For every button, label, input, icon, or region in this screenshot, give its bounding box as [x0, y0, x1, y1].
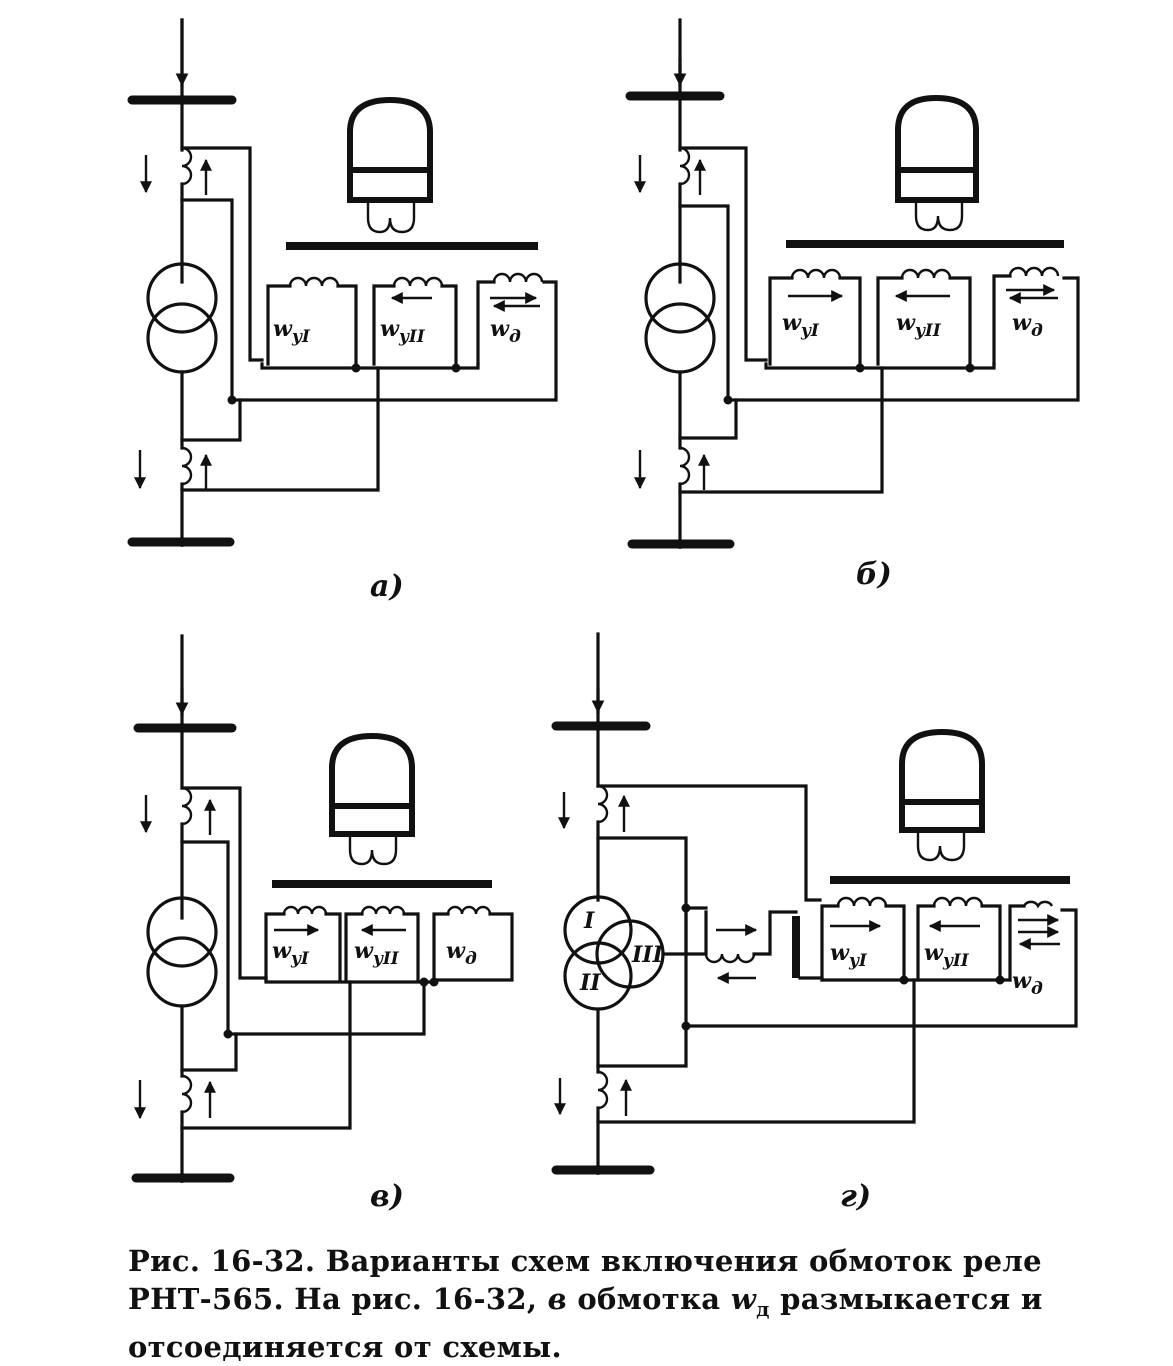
relay-body [347, 167, 433, 203]
panel-caption: в) [370, 1179, 404, 1214]
svg-text:wyI: wyI [273, 316, 311, 347]
bottom-current-transformer [181, 446, 193, 486]
winding-wyII: wyII [916, 896, 1002, 982]
top-current-transformer [597, 784, 609, 824]
svg-text:I: I [583, 908, 595, 934]
power-transformer-winding [146, 262, 218, 334]
relay-head [329, 732, 415, 809]
panel-v: wyI wyII wд в) [131, 634, 514, 1214]
relay-terminals [366, 200, 416, 234]
relay-terminals [916, 830, 966, 862]
relay-body [329, 803, 415, 837]
winding-wyI: wyI [264, 905, 342, 982]
panel-a: wyI wyII wд а) [127, 18, 558, 604]
svg-text:wyI: wyI [830, 940, 868, 971]
winding-wyII: wyII [344, 905, 420, 982]
panel-b: wyI wyII wд б) [625, 18, 1080, 592]
top-current-transformer [181, 146, 193, 186]
bottom-current-transformer [679, 446, 691, 486]
panel-caption: а) [370, 569, 404, 604]
winding-wyI: wyI [820, 896, 906, 982]
power-transformer-winding [146, 302, 218, 374]
svg-text:wyII: wyII [354, 938, 400, 969]
svg-text:wд: wд [446, 938, 477, 969]
bottom-current-transformer [597, 1070, 609, 1110]
relay-body [895, 167, 979, 203]
winding-wyI: wyI [768, 268, 862, 366]
svg-text:wд: wд [1012, 310, 1043, 341]
figure-caption: Рис. 16-32. Варианты схем включения обмо… [128, 1244, 1043, 1364]
power-transformer-winding [644, 262, 716, 334]
svg-text:wyII: wyII [924, 940, 970, 971]
relay-head [895, 94, 979, 173]
top-current-transformer [679, 146, 691, 186]
power-transformer-winding [146, 896, 218, 968]
relay-terminals [914, 200, 964, 232]
winding-wyII: wyII [876, 268, 972, 366]
panel-caption: г) [840, 1179, 871, 1214]
relay-connection-diagrams: wyI wyII wд а) [127, 18, 1080, 1214]
relay-head [899, 728, 985, 805]
svg-text:wд: wд [490, 316, 521, 347]
bottom-current-transformer [181, 1074, 193, 1114]
svg-text:wyII: wyII [896, 310, 942, 341]
winding-wd: wд [476, 272, 544, 366]
panel-caption: б) [856, 557, 892, 592]
svg-text:wyI: wyI [272, 938, 310, 969]
panel-g: I II III wyI [551, 632, 1078, 1214]
top-current-transformer [181, 786, 193, 826]
relay-head [347, 96, 433, 173]
winding-wyII: wyII [372, 276, 458, 366]
winding-wd: wд [432, 905, 514, 982]
relay-body [899, 799, 985, 833]
relay-terminals [348, 834, 398, 866]
svg-text:III: III [631, 942, 664, 968]
svg-text:wyII: wyII [380, 316, 426, 347]
svg-text:wд: wд [1012, 968, 1043, 999]
svg-text:wyI: wyI [782, 310, 820, 341]
winding-wd: wд [992, 266, 1060, 366]
winding-wd: wд [1008, 900, 1060, 999]
svg-text:II: II [579, 970, 601, 996]
power-transformer-winding [644, 302, 716, 374]
power-transformer-winding [146, 936, 218, 1008]
winding-wyI: wyI [266, 276, 358, 366]
